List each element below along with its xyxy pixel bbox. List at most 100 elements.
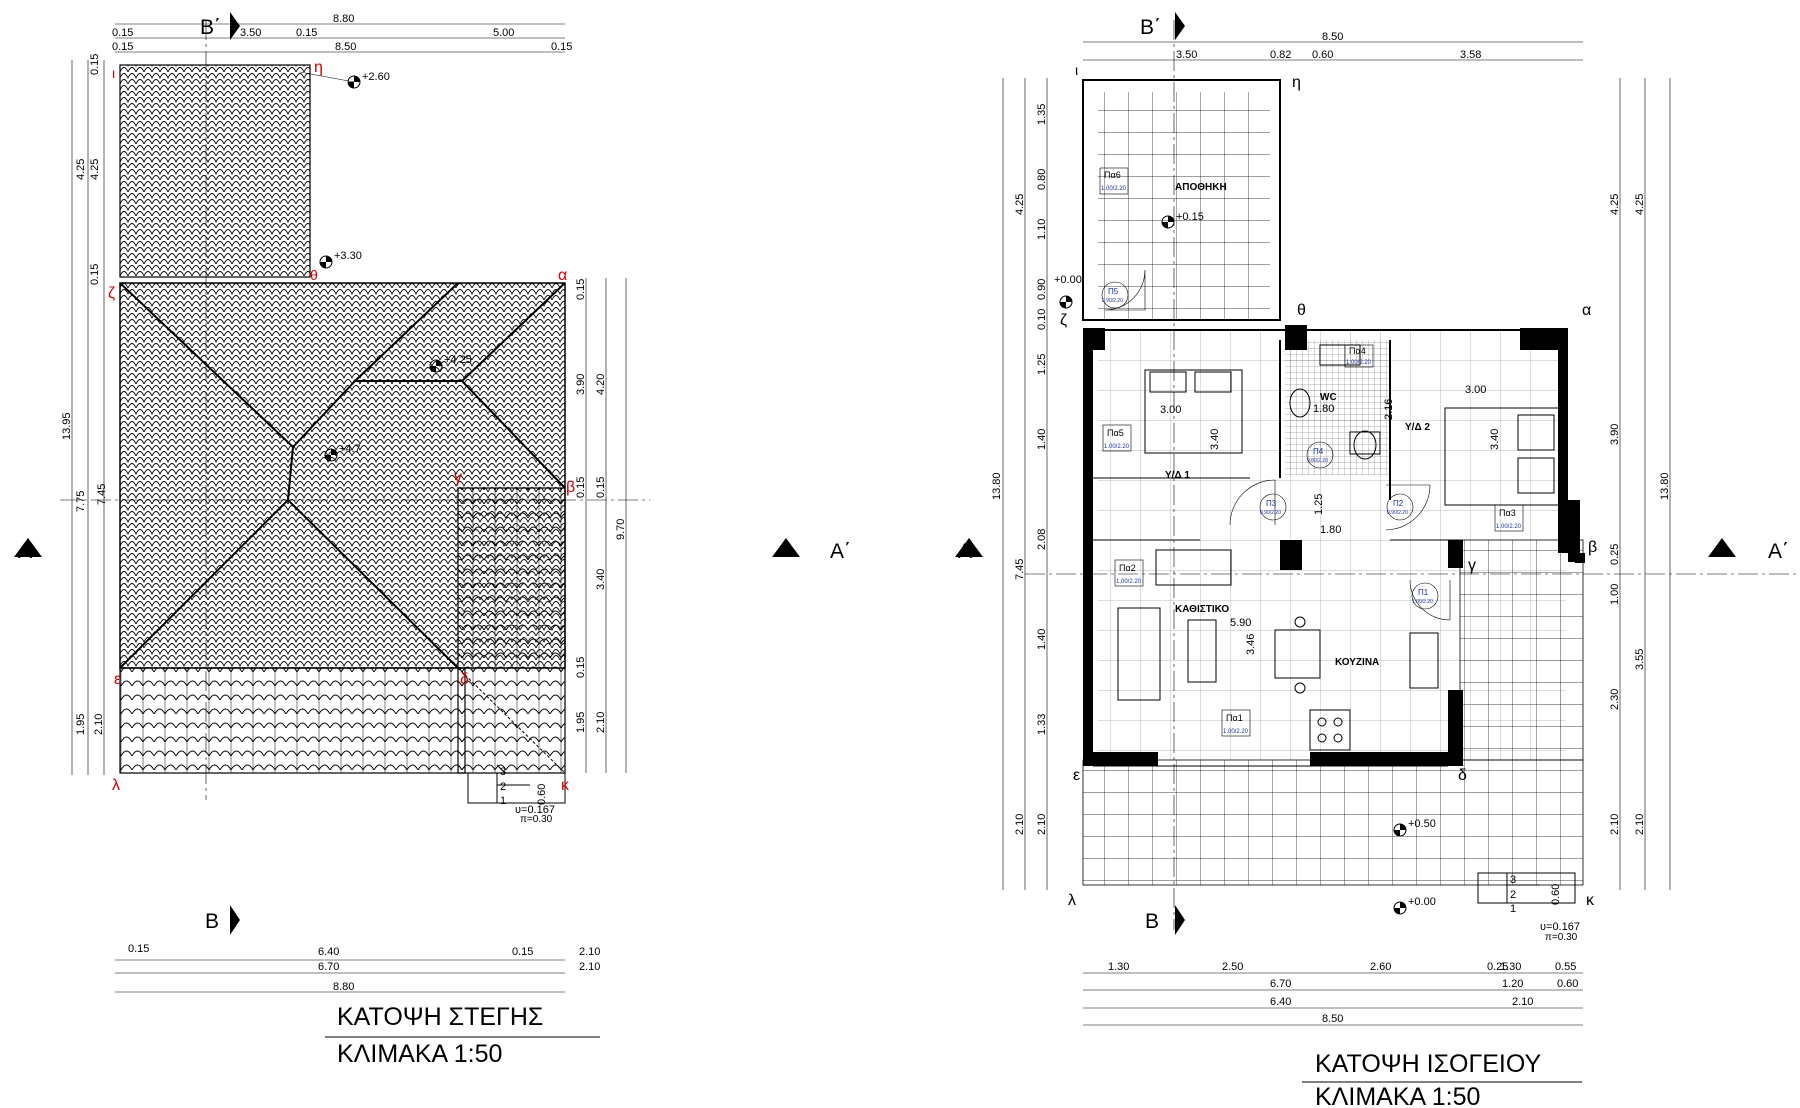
door-swings: [1104, 269, 1451, 621]
ground-point-epsilon: ε: [1073, 767, 1080, 784]
roof-dim-top-total: 8.80: [333, 13, 354, 25]
opening-pa5-size: 1.00/2.20: [1104, 444, 1130, 450]
ground-point-zeta: ζ: [1060, 312, 1067, 329]
porch-paving: [1082, 759, 1584, 886]
ground-corner-points: η ι θ ζ α γ β ε δ λ κ: [1060, 62, 1597, 909]
roof-point-eta: η: [314, 59, 323, 76]
ground-plan-title: ΚΑΤΟΨΗ ΙΣΟΓΕΙΟΥ: [1315, 1050, 1542, 1078]
ground-dim-bot3-a: 6.40: [1270, 996, 1291, 1008]
ground-point-gamma: γ: [1468, 557, 1476, 574]
ground-dim-bot3-b: 2.10: [1512, 996, 1533, 1008]
roof-dim-bot1-a: 0.15: [128, 943, 149, 955]
roof-tiles-storage: [119, 64, 311, 278]
ground-dim-top-total: 8.50: [1322, 31, 1343, 43]
roof-level-markers: +2.60 +3.30 +4.25 +4.7: [299, 71, 472, 462]
ground-stair-riser: υ=0.167: [1540, 921, 1580, 933]
roof-dim-left-total: 13.95: [61, 412, 73, 440]
roof-section-markers: A A΄ B΄ B: [14, 12, 851, 935]
roof-dim-right-i: 1.95: [575, 712, 587, 733]
opening-p5: Π5: [1108, 287, 1119, 296]
ground-dim-left-h: 2.08: [1036, 529, 1048, 550]
ground-section-a-prime: A΄: [1768, 540, 1789, 563]
roof-dim-top2-b: 8.50: [335, 41, 356, 53]
ground-dim-bot2-b: 1.20: [1502, 978, 1523, 990]
ground-dim-right-210b: 2.10: [1634, 814, 1646, 835]
ground-dim-bot2-a: 6.70: [1270, 978, 1291, 990]
roof-point-alpha: α: [558, 267, 567, 284]
roof-dim-right-b: 3.90: [575, 374, 587, 395]
roof-dim-left-a: 0.15: [89, 54, 101, 75]
opening-p5-size: 0.90/2.20: [1102, 298, 1123, 304]
stair-width: 0.60: [536, 784, 548, 805]
ground-dim-top-d: 3.58: [1460, 49, 1481, 61]
roof-section-a: A: [18, 540, 32, 563]
opening-p4: Π4: [1313, 447, 1324, 456]
roof-dim-top-b: 3.50: [240, 27, 261, 39]
ground-dim-bot1-c: 2.60: [1370, 961, 1391, 973]
opening-p2: Π2: [1393, 499, 1404, 508]
ground-stair-step-2: 2: [1510, 889, 1516, 901]
roof-level-3: +4.25: [444, 354, 472, 366]
roof-dim-left-210: 2.10: [93, 714, 105, 735]
ground-dim-bot4: 8.50: [1322, 1013, 1343, 1025]
dim-living-width: 5.90: [1230, 617, 1251, 629]
opening-tags: Πα6 1.00/2.20 Πα5 1.00/2.20 Πα4 1.00/2.2…: [1099, 167, 1524, 737]
roof-stair-symbol: 3 2 1 0.60 υ=0.167 π=0.30: [467, 764, 566, 825]
ground-dim-top-b: 0.82: [1270, 49, 1291, 61]
ground-plan-scale: ΚΛΙΜΑΚΑ 1:50: [1315, 1083, 1480, 1108]
roof-dim-right-f: 3.40: [595, 569, 607, 590]
roof-point-beta: β: [566, 479, 575, 496]
roof-point-kappa: κ: [561, 777, 570, 794]
ground-dim-left-425: 4.25: [1014, 194, 1026, 215]
ground-interior-walls: [1093, 340, 1460, 541]
roof-dim-bot1-b: 6.40: [318, 946, 339, 958]
ground-dimensions-left: 1.35 0.80 1.10 0.90 0.10 1.25 1.40 2.08 …: [991, 78, 1048, 890]
ground-dim-left-745: 7.45: [1014, 559, 1026, 580]
dim-hall-width: 1.80: [1320, 524, 1341, 536]
ground-dimensions-top: 8.50 3.50 0.82 0.60 3.58: [1083, 31, 1583, 61]
roof-dim-right-d: 0.15: [575, 477, 587, 498]
roof-dim-right-e: 0.15: [595, 477, 607, 498]
opening-p1-size: 1.00/2.20: [1412, 599, 1433, 605]
ground-dimensions-bottom: 1.30 2.50 2.60 0.25 1.30 0.55 6.70 1.20 …: [1083, 961, 1583, 1026]
room-kitchen: ΚΟΥΖΙΝΑ: [1335, 657, 1379, 668]
ground-stair-step-1: 1: [1510, 903, 1516, 915]
ground-dim-left-j: 1.33: [1036, 714, 1048, 735]
dim-wc-depth: 2.16: [1383, 399, 1395, 420]
room-storage: ΑΠΟΘΗΚΗ: [1175, 182, 1227, 193]
roof-level-1: +2.60: [362, 71, 390, 83]
roof-plan: 3 2 1 0.60 υ=0.167 π=0.30 +2.60 +3.30 +4…: [14, 12, 851, 1068]
roof-point-gamma: γ: [454, 469, 462, 486]
opening-pa3: Πα3: [1499, 508, 1516, 518]
roof-dim-right-h: 0.15: [575, 657, 587, 678]
roof-hip-lines: [119, 282, 566, 774]
roof-dim-left-775: 7.75: [75, 491, 87, 512]
roof-plan-title: ΚΑΤΟΨΗ ΣΤΕΓΗΣ: [337, 1003, 543, 1031]
room-wc: WC: [1320, 392, 1337, 403]
ground-dim-left-d: 0.90: [1036, 279, 1048, 300]
ground-point-kappa: κ: [1586, 892, 1595, 909]
roof-level-4: +4.7: [339, 443, 361, 455]
ground-dim-bot1-e: 1.30: [1500, 961, 1521, 973]
roof-dim-right-a: 0.15: [575, 279, 587, 300]
ground-stair-width: 0.60: [1550, 884, 1562, 905]
opening-pa2-size: 1.00/2.20: [1116, 579, 1142, 585]
roof-corner-points: η ι θ ζ α γ β ε δ λ κ: [108, 59, 575, 794]
roof-dim-top2-c: 0.15: [551, 41, 572, 53]
ground-level-1: +0.15: [1176, 211, 1204, 223]
roof-dim-left-b: 4.25: [75, 159, 87, 180]
ground-dim-top-c: 0.60: [1312, 49, 1333, 61]
roof-section-a-prime: A΄: [830, 540, 851, 563]
ground-dim-bot1-d: 0.25: [1487, 961, 1508, 973]
ground-stair-symbol: 3 2 1 0.60 υ=0.167 π=0.30: [1477, 872, 1580, 943]
opening-pa6-size: 1.00/2.20: [1101, 186, 1127, 192]
stair-step-3: 3: [500, 766, 506, 778]
wc-tiles: [1285, 340, 1390, 475]
stair-riser: υ=0.167: [515, 804, 555, 816]
roof-dim-bot2-b: 2.10: [579, 961, 600, 973]
opening-pa2: Πα2: [1119, 563, 1136, 573]
dim-bed2-width: 3.00: [1465, 384, 1486, 396]
ground-section-markers: A A΄ B΄ B: [955, 12, 1789, 935]
roof-tiles-porch: [457, 487, 566, 774]
